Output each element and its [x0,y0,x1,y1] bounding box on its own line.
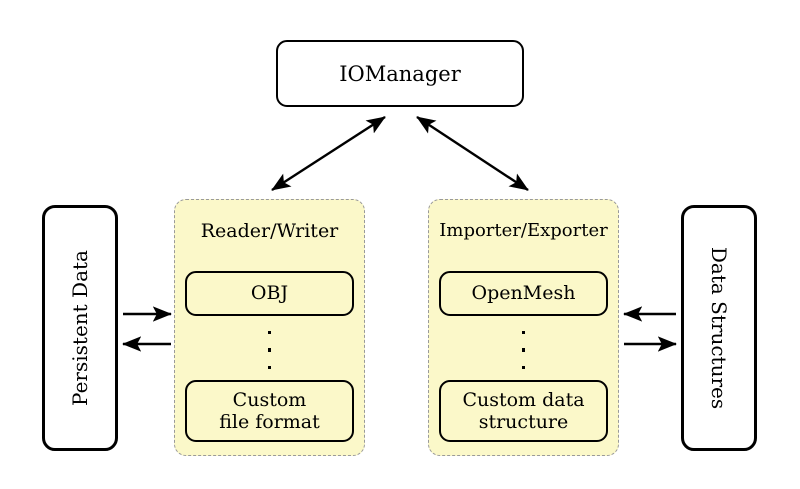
importer-exporter-ellipsis-icon [429,331,618,369]
item-custom-file-format-label: Custom file format [219,389,320,434]
arrow-manager-reader-writer [271,115,386,192]
reader-writer-ellipsis-icon [175,331,364,369]
node-data-structures[interactable]: Data Structures [681,205,757,451]
item-custom-data-structure-label: Custom data structure [462,389,584,434]
item-custom-data-structure-line2: structure [478,411,569,433]
data-structures-label: Data Structures [707,246,731,410]
item-custom-file-format-line2: file format [219,411,320,433]
panel-reader-writer[interactable]: Reader/Writer OBJ Custom file format [174,199,365,456]
item-obj-label: OBJ [250,282,289,305]
item-custom-data-structure-line1: Custom data [462,388,585,411]
persistent-data-label: Persistent Data [68,250,92,406]
panel-reader-writer-title: Reader/Writer [200,220,339,242]
node-io-manager[interactable]: IOManager [276,40,524,107]
node-persistent-data[interactable]: Persistent Data [42,205,118,451]
io-manager-label: IOManager [339,61,461,86]
item-custom-data-structure[interactable]: Custom data structure [439,380,608,442]
item-openmesh[interactable]: OpenMesh [439,271,608,316]
panel-importer-exporter[interactable]: Importer/Exporter OpenMesh Custom data s… [428,199,619,456]
item-obj[interactable]: OBJ [185,271,354,316]
item-custom-file-format[interactable]: Custom file format [185,380,354,442]
arrow-manager-importer-exporter [416,115,529,192]
panel-importer-exporter-title: Importer/Exporter [439,220,608,241]
item-custom-file-format-line1: Custom [232,388,307,411]
item-openmesh-label: OpenMesh [471,282,576,305]
